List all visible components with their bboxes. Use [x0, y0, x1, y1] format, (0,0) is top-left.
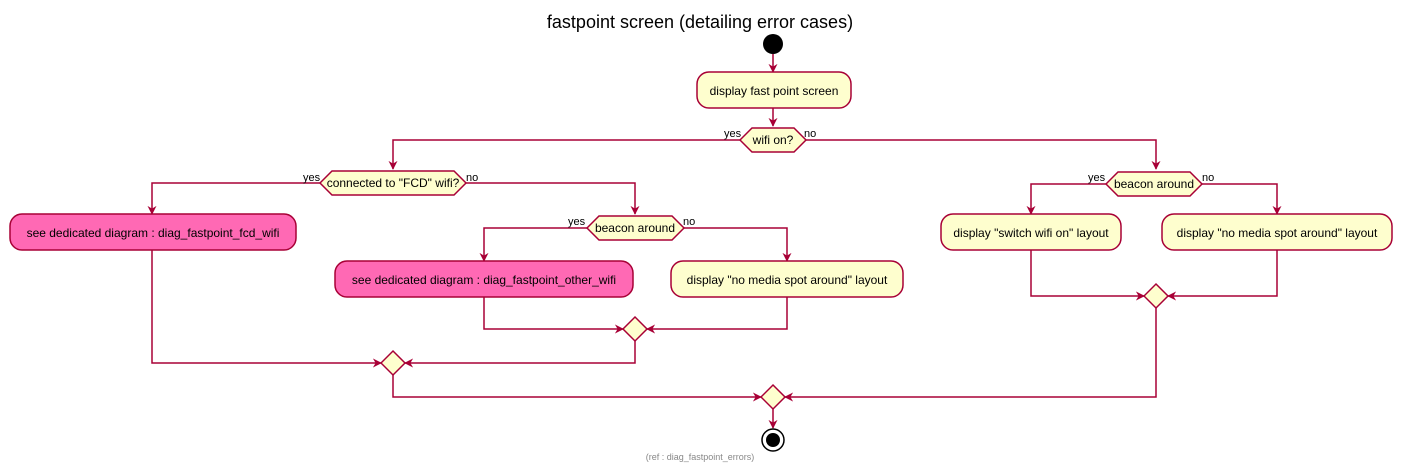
- activity-diag-other-wifi: see dedicated diagram : diag_fastpoint_o…: [334, 260, 634, 298]
- edge-fcd-no: [466, 182, 640, 215]
- merge-diamond-inner-left: [621, 315, 649, 343]
- svg-text:display "no media spot around": display "no media spot around" layout: [1177, 226, 1378, 240]
- edge-left-merge-to-final: [392, 375, 762, 402]
- svg-text:beacon around: beacon around: [1114, 177, 1194, 191]
- label-beacon-left-yes: yes: [568, 216, 586, 228]
- edge-other-wifi-to-merge: [483, 297, 624, 334]
- label-wifi-yes: yes: [724, 128, 742, 140]
- decision-connected-fcd: connected to "FCD" wifi?: [318, 170, 468, 196]
- merge-diamond-final: [759, 383, 787, 411]
- end-node: [761, 428, 785, 452]
- svg-text:see dedicated diagram : diag_f: see dedicated diagram : diag_fastpoint_f…: [27, 226, 280, 240]
- edge-no-media-left-to-merge: [646, 297, 788, 334]
- decision-beacon-left: beacon around: [585, 215, 686, 241]
- edge-inner-merge-to-outer: [404, 341, 636, 368]
- svg-text:beacon around: beacon around: [595, 221, 675, 235]
- activity-switch-wifi-on: display "switch wifi on" layout: [940, 213, 1122, 251]
- decision-wifi-on: wifi on?: [738, 127, 808, 153]
- svg-text:display "switch wifi on" layou: display "switch wifi on" layout: [953, 226, 1109, 240]
- svg-text:see dedicated diagram : diag_f: see dedicated diagram : diag_fastpoint_o…: [352, 273, 616, 287]
- label-beacon-right-yes: yes: [1088, 172, 1106, 184]
- label-beacon-right-no: no: [1202, 172, 1214, 184]
- diagram-footer: (ref : diag_fastpoint_errors): [646, 452, 755, 462]
- edge-beacon-right-yes: [1026, 183, 1106, 215]
- edge-beacon-left-no: [684, 227, 792, 262]
- edge-right-merge-to-final: [784, 308, 1157, 402]
- label-wifi-no: no: [804, 128, 816, 140]
- merge-diamond-left: [379, 349, 407, 377]
- activity-no-media-spot-left: display "no media spot around" layout: [670, 260, 904, 298]
- edge-fcd-yes: [147, 182, 320, 215]
- activity-diag-fcd-wifi: see dedicated diagram : diag_fastpoint_f…: [9, 213, 297, 251]
- svg-text:wifi on?: wifi on?: [752, 133, 794, 147]
- activity-no-media-spot-right: display "no media spot around" layout: [1161, 213, 1393, 251]
- edge-switch-wifi-to-merge: [1030, 250, 1145, 301]
- svg-text:display fast point screen: display fast point screen: [710, 84, 839, 98]
- label-fcd-no: no: [466, 172, 478, 184]
- edge-beacon-left-yes: [479, 227, 587, 262]
- label-fcd-yes: yes: [303, 172, 321, 184]
- label-beacon-left-no: no: [683, 216, 695, 228]
- edge-no-media-right-to-merge: [1167, 250, 1278, 301]
- edge-fcd-wifi-to-merge: [151, 250, 382, 368]
- start-node: [763, 34, 783, 54]
- decision-beacon-right: beacon around: [1104, 171, 1204, 197]
- edge-beacon-right-no: [1202, 183, 1282, 215]
- svg-text:connected to "FCD" wifi?: connected to "FCD" wifi?: [327, 176, 460, 190]
- merge-diamond-right: [1142, 282, 1170, 310]
- edge-wifi-no: [806, 139, 1161, 170]
- activity-display-fast-point: display fast point screen: [696, 71, 852, 109]
- diagram-title: fastpoint screen (detailing error cases): [547, 12, 853, 32]
- edge-wifi-yes: [388, 139, 740, 170]
- edges: [147, 54, 1282, 429]
- svg-text:display "no media spot around": display "no media spot around" layout: [687, 273, 888, 287]
